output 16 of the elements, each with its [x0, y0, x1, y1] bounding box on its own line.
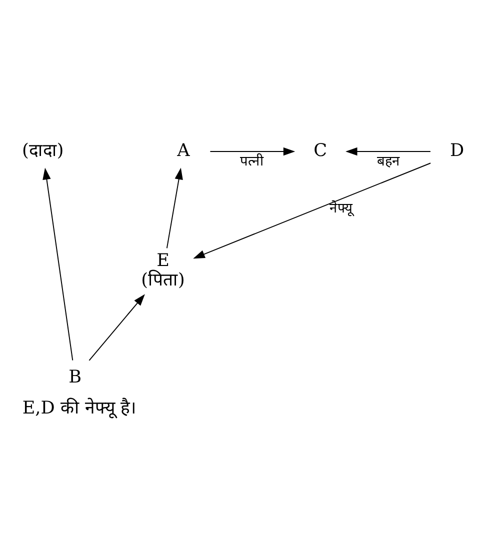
node-text: A — [177, 140, 190, 161]
node-text: (दादा) — [22, 140, 64, 161]
arrow — [193, 162, 432, 259]
caption: E,D की नेफ्यू है। — [22, 398, 137, 419]
edge-label: पत्नी — [240, 153, 264, 170]
edge-label: बहन — [377, 153, 400, 170]
node-text: C — [314, 140, 328, 161]
node-text: E (पिता) — [141, 251, 185, 291]
edge-label: नेफ्यू — [329, 200, 352, 216]
arrow — [166, 168, 183, 249]
node-text: D — [450, 140, 464, 161]
arrow — [88, 294, 145, 361]
arrow — [42, 168, 74, 361]
arrow — [346, 147, 431, 156]
node-text: B — [68, 367, 82, 388]
arrow — [210, 147, 296, 156]
